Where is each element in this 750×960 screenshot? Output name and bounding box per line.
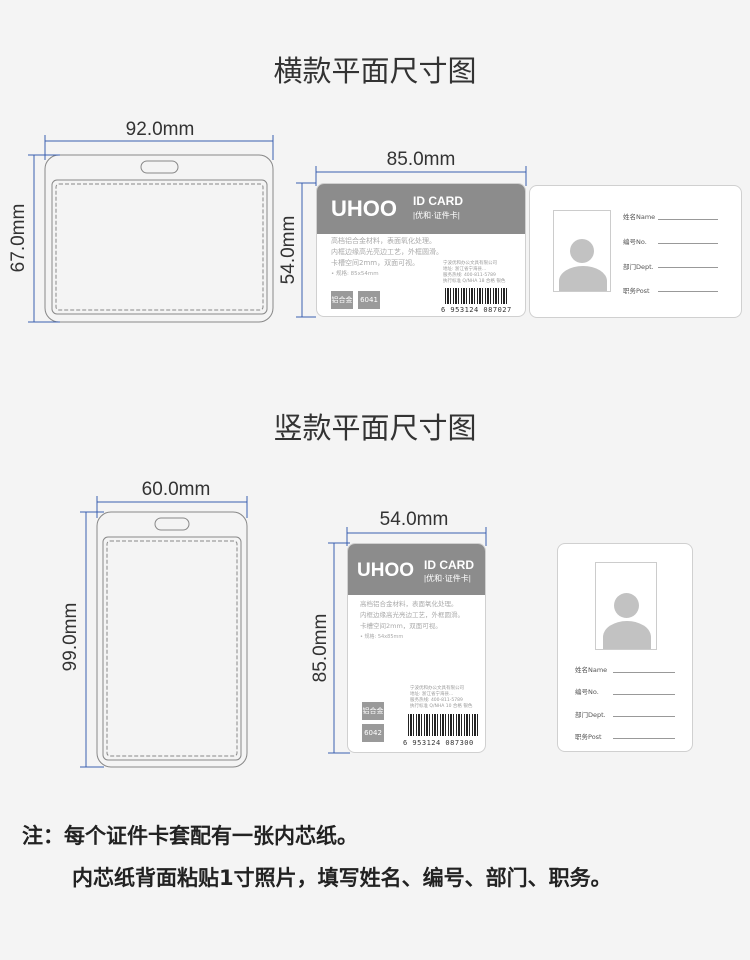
model-tag: 6042 <box>362 724 384 742</box>
card-desc-line: 内框边缘高光亮边工艺，外框圆滑。 <box>331 248 443 256</box>
vertical-card-sample: UHOO ID CARD |优和·证件卡| 高档铝合金材料，表面氧化处理。 内框… <box>347 543 486 753</box>
company-line: 执行标准 Q/NHA 18 合格 银色 <box>443 279 506 284</box>
barcode <box>408 714 478 736</box>
company-line: 宁波优和办公文具有限公司 <box>443 261 497 266</box>
person-icon <box>570 239 594 263</box>
v-card-height-label: 85.0mm <box>310 613 331 683</box>
material-tag: 铝合金 <box>331 291 353 309</box>
company-line: 地址: 浙江省宁海县... <box>410 692 454 697</box>
vertical-holder-outline <box>96 511 248 768</box>
material-tag: 铝合金 <box>362 702 384 720</box>
card-spec: • 规格: 85x54mm <box>331 271 379 277</box>
company-line: 服务热线: 400-811-5789 <box>410 698 463 703</box>
id-card-label: ID CARD <box>424 558 474 572</box>
uhoo-logo: UHOO <box>331 196 397 221</box>
vertical-holder-slot <box>154 517 190 531</box>
field-post: 职务Post <box>623 287 650 295</box>
v-holder-width-label: 60.0mm <box>141 479 211 500</box>
uhoo-logo: UHOO <box>357 560 414 581</box>
card-desc-line: 内框边缘高光亮边工艺，外框圆滑。 <box>360 611 464 619</box>
person-icon <box>614 593 639 618</box>
id-card-label: ID CARD <box>413 194 463 208</box>
horizontal-section-title: 横款平面尺寸图 <box>273 54 477 88</box>
field-dept: 部门Dept. <box>623 263 654 271</box>
id-card-sublabel: |优和·证件卡| <box>424 574 471 583</box>
horizontal-card-sample: UHOO ID CARD |优和·证件卡| 高档铝合金材料，表面氧化处理。 内框… <box>316 183 526 317</box>
barcode <box>445 288 509 304</box>
id-card-sublabel: |优和·证件卡| <box>413 211 460 220</box>
card-desc-line: 卡槽空间2mm，双面可视。 <box>331 259 420 267</box>
v-card-width-label: 54.0mm <box>379 509 449 530</box>
card-desc-line: 高档铝合金材料，表面氧化处理。 <box>360 600 458 608</box>
company-line: 服务热线: 400-811-5789 <box>443 273 496 278</box>
horizontal-insert-paper: 姓名Name 编号No. 部门Dept. 职务Post <box>529 185 742 318</box>
vertical-section-title: 竖款平面尺寸图 <box>273 411 477 445</box>
barcode-number: 6 953124 087027 <box>441 306 512 314</box>
field-name: 姓名Name <box>575 666 608 674</box>
v-holder-height-label: 99.0mm <box>60 602 81 672</box>
card-desc-line: 卡槽空间2mm，双面可视。 <box>360 622 442 630</box>
holder-width-label: 92.0mm <box>125 119 195 140</box>
card-height-label: 54.0mm <box>278 215 299 285</box>
photo-placeholder <box>595 562 657 650</box>
vertical-insert-paper: 姓名Name 编号No. 部门Dept. 职务Post <box>557 543 693 752</box>
holder-height-label: 67.0mm <box>8 203 29 273</box>
note-line-2: 内芯纸背面粘贴1寸照片，填写姓名、编号、部门、职务。 <box>72 866 612 890</box>
field-no: 编号No. <box>575 688 599 696</box>
company-line: 宁波优和办公文具有限公司 <box>410 686 464 691</box>
field-no: 编号No. <box>623 238 647 246</box>
horizontal-holder-outline <box>44 154 274 323</box>
field-name: 姓名Name <box>623 213 656 221</box>
horizontal-holder-slot <box>140 160 179 174</box>
photo-placeholder <box>553 210 611 292</box>
card-spec: • 规格: 54x85mm <box>360 634 404 640</box>
model-tag: 6041 <box>358 291 380 309</box>
dimension-lines <box>28 135 527 768</box>
company-line: 地址: 浙江省宁海县... <box>443 267 487 272</box>
barcode-number: 6 953124 087300 <box>403 739 474 747</box>
company-line: 执行标准 Q/NHA 10 合格 银色 <box>410 704 473 709</box>
card-width-label: 85.0mm <box>386 149 456 170</box>
field-post: 职务Post <box>575 733 602 741</box>
card-desc-line: 高档铝合金材料，表面氧化处理。 <box>331 237 436 245</box>
note-line-1: 注：每个证件卡套配有一张内芯纸。 <box>22 824 358 848</box>
field-dept: 部门Dept. <box>575 711 606 719</box>
